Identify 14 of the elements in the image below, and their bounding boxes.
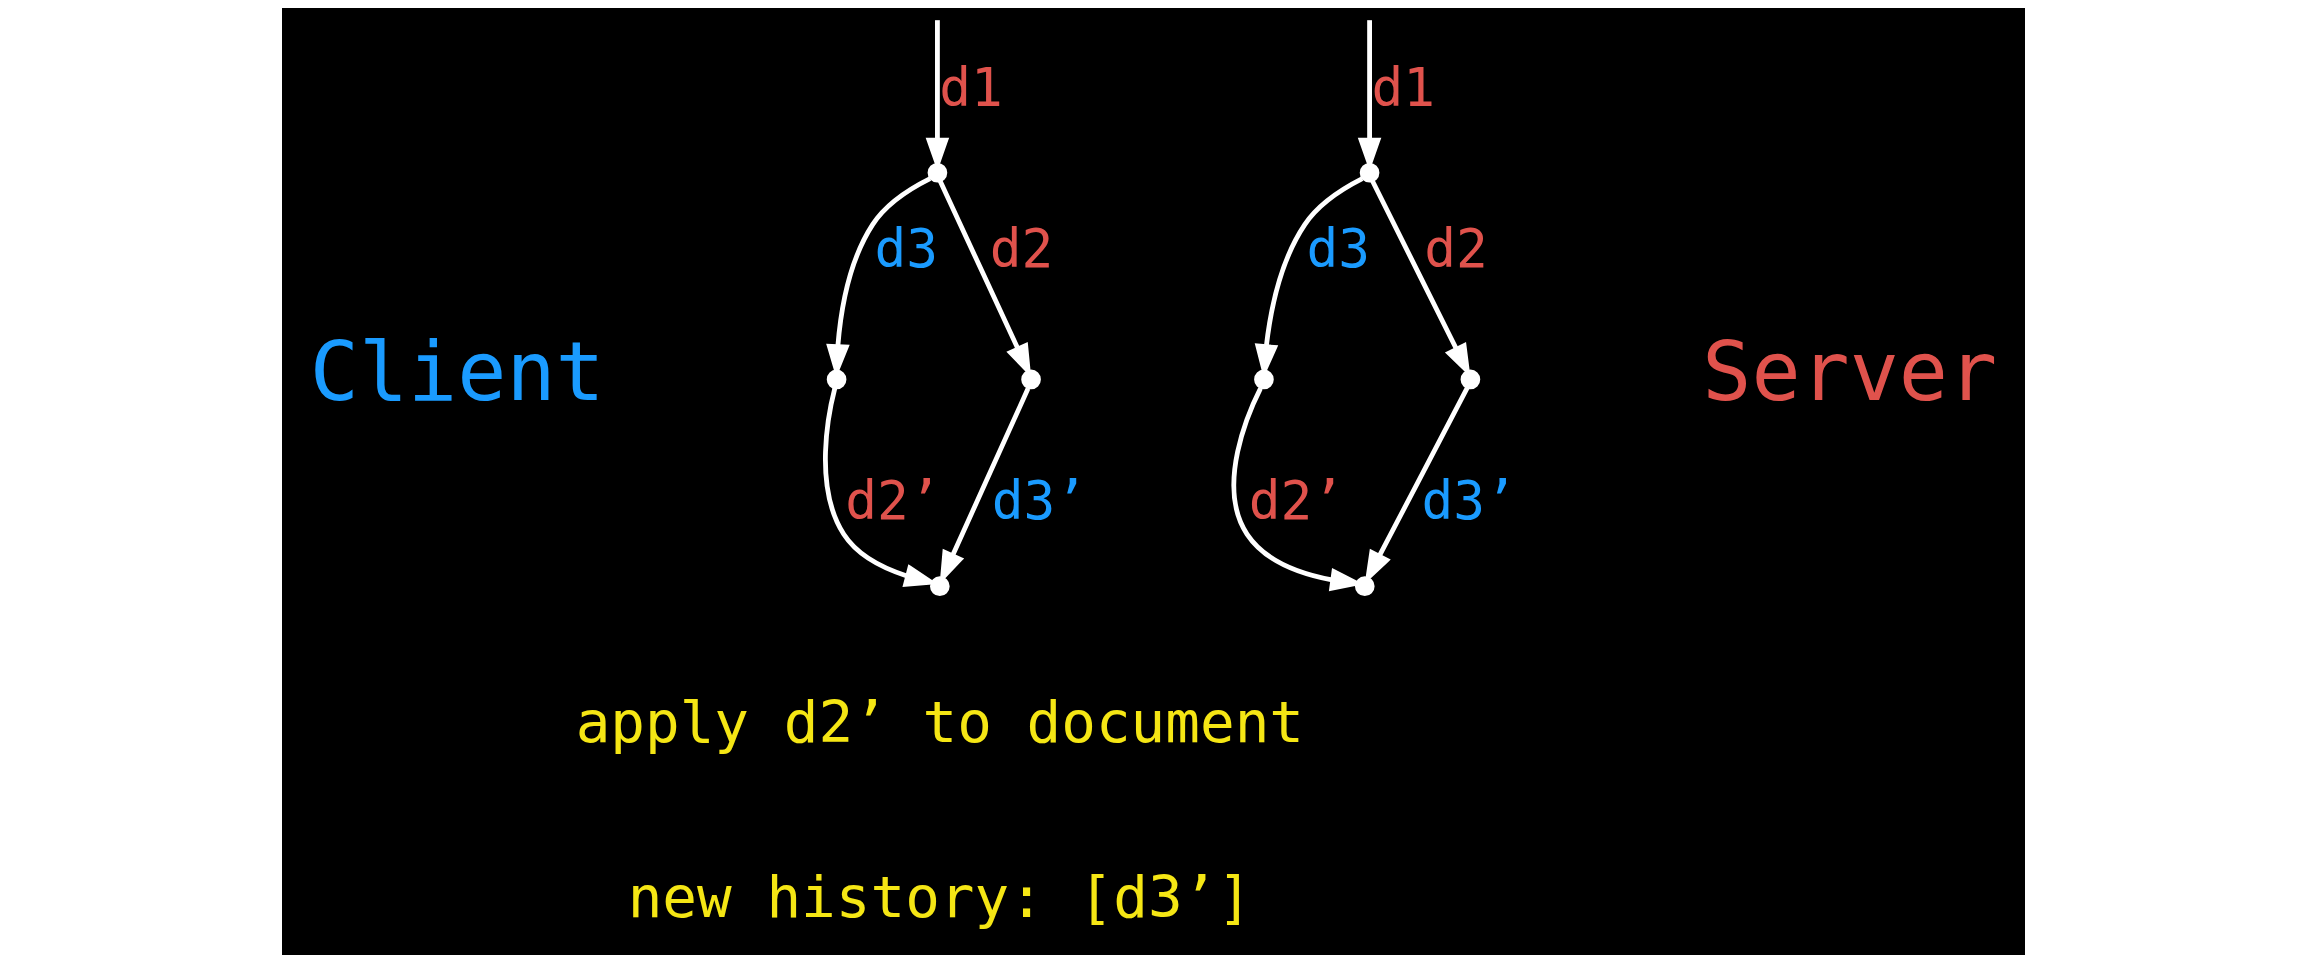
edge-label: d1 (1371, 56, 1435, 118)
edge-label: d1 (939, 56, 1003, 118)
label: Client (309, 324, 605, 420)
edge-label: d2 (1424, 217, 1488, 279)
edge-label: d2 (989, 217, 1054, 279)
edge-label: d3’ (991, 469, 1088, 531)
edge-label: d2’ (845, 469, 941, 531)
label: new history: [d3’] (627, 864, 1252, 932)
edge-label: d2’ (1248, 469, 1345, 531)
edge-label: d3’ (1421, 469, 1517, 531)
label: apply d2’ to document (575, 688, 1305, 756)
edge-label: d3 (874, 217, 938, 279)
label: Server (1702, 324, 1998, 420)
edge-label: d3 (1306, 217, 1371, 279)
